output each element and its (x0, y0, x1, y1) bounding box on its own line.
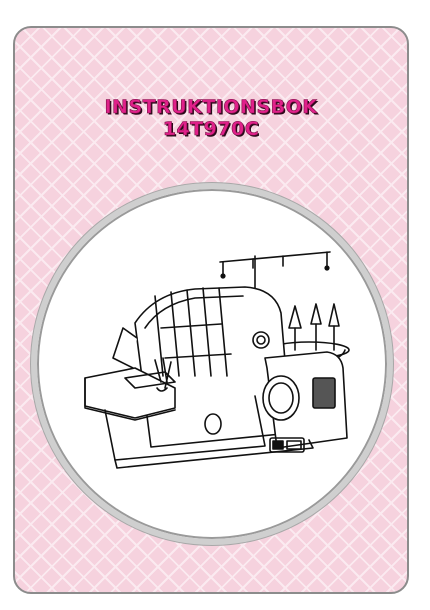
machine-body (112, 286, 292, 448)
overlock-machine-illustration (84, 251, 350, 469)
title-model-number: 14T970C (162, 118, 260, 141)
machine-base (84, 357, 314, 469)
front-panel (262, 351, 348, 453)
cover-title: INSTRUKTIONSBOK 14T970C (15, 96, 407, 141)
cover-frame: INSTRUKTIONSBOK 14T970C (13, 26, 409, 594)
title-instruktionsbok: INSTRUKTIONSBOK (104, 96, 318, 119)
